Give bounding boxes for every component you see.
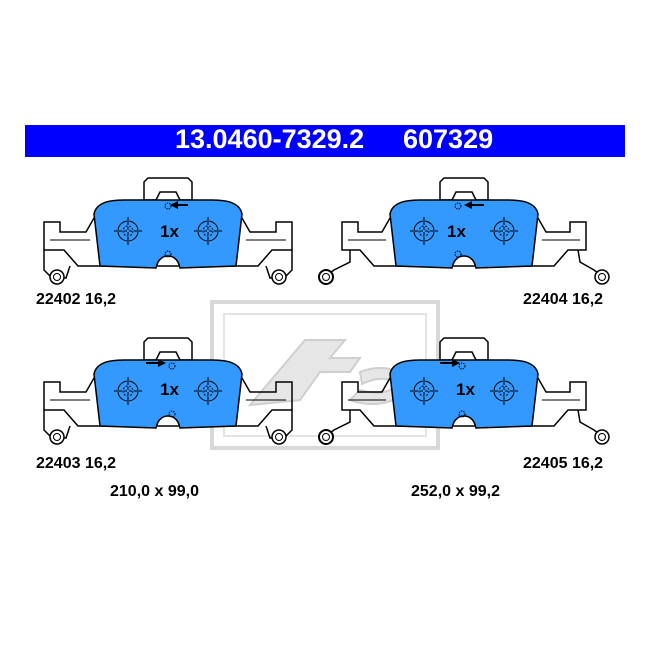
mounting-hole [49,269,65,285]
wear-direction-arrow-icon [146,359,166,367]
piston-mark-right [490,217,518,245]
piston-mark-left [410,217,438,245]
piston-mark-left [410,377,438,405]
piston-mark-right [194,377,222,405]
pad-label-22405: 22405 16,2 [523,455,604,472]
piston-mark-left [114,217,142,245]
mounting-hole [271,269,287,285]
dimensions-right: 252,0 x 99,2 [411,483,500,500]
quantity-label: 1x [447,222,466,241]
brake-pad-drawing: 1x [43,177,293,285]
friction-pad [93,359,243,429]
wear-direction-arrow-icon [170,201,188,209]
quantity-label: 1x [456,380,475,399]
pad-label-22402: 22402 16,2 [36,291,117,308]
pad-label-22404: 22404 16,2 [523,291,604,308]
dimensions-left: 210,0 x 99,0 [110,483,199,500]
header-bar: 13.0460-7329.2 607329 [25,124,625,157]
mounting-hole [594,269,610,285]
brake-pad-drawing: 1x [43,337,293,445]
mounting-hole [318,269,334,285]
piston-mark-right [490,377,518,405]
friction-pad [389,199,539,269]
brake-pad-drawing: 1x [318,337,610,445]
quantity-label: 1x [160,380,179,399]
wear-direction-arrow-icon [440,359,460,367]
mounting-hole [318,429,334,445]
wear-direction-arrow-icon [464,201,484,209]
brake-pad-drawing: 1x [318,177,610,285]
mounting-hole [271,429,287,445]
quantity-label: 1x [160,222,179,241]
product-code: 607329 [403,124,494,154]
piston-mark-right [194,217,222,245]
mounting-hole [49,429,65,445]
mounting-hole [594,429,610,445]
piston-mark-left [114,377,142,405]
part-number: 13.0460-7329.2 [175,124,365,154]
friction-pad [93,199,243,269]
pad-label-22403: 22403 16,2 [36,455,117,472]
friction-pad [389,359,539,429]
